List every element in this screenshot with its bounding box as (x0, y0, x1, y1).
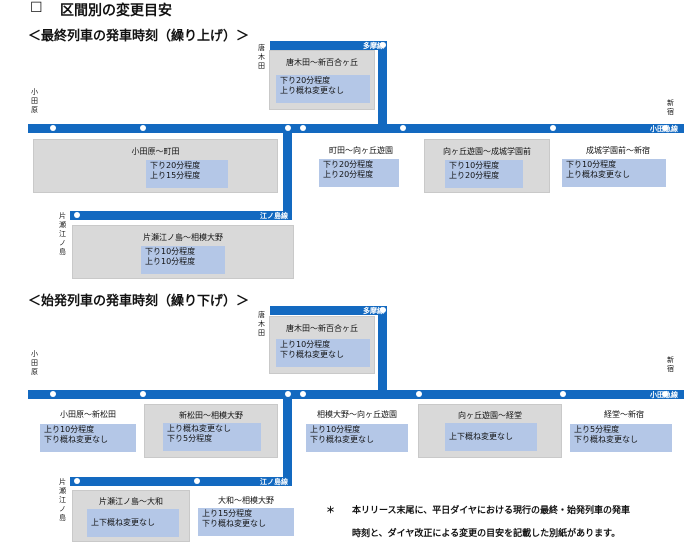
segment-karakida-shinyurigaoka: 唐木田～新百合ヶ丘 下り20分程度 上り概ね変更なし (269, 50, 375, 110)
segment-karakida-shinyurigaoka: 唐木田～新百合ヶ丘 上り10分程度 下り概ね変更なし (269, 316, 375, 374)
section-title-first-train: ＜始発列車の発車時刻（繰り下げ）＞ (28, 294, 250, 309)
segment-machida-mukogaoka: 町田～向ヶ丘遊園 下り20分程度 上り20分程度 (302, 139, 420, 193)
segment-yamato-sagamiono: 大和～相模大野 上り15分程度 下り概ね変更なし (194, 490, 298, 542)
tama-line-label: 多摩線 (363, 307, 384, 315)
station-dot (74, 212, 80, 218)
station-dot (300, 391, 306, 397)
segment-sagamiono-mukogaoka: 相模大野～向ヶ丘遊園 上り10分程度 下り概ね変更なし (302, 404, 412, 458)
station-shinjuku: 新宿 (667, 356, 674, 373)
station-dot (140, 391, 146, 397)
station-dot (662, 391, 668, 397)
segment-mukogaoka-kyodo: 向ヶ丘遊園～経堂 上下概ね変更なし (418, 404, 562, 458)
station-dot (380, 307, 386, 313)
station-dot (285, 391, 291, 397)
note-mark: ＊ (326, 506, 336, 516)
segment-odawara-shinmatsuda: 小田原～新松田 上り10分程度 下り概ね変更なし (36, 404, 140, 458)
segment-mukogaoka-seijo: 向ヶ丘遊園～成城学園前 下り10分程度 上り20分程度 (424, 139, 550, 193)
odakyu-line (28, 124, 684, 133)
enoshima-line-horizontal (70, 477, 292, 486)
tama-line-horizontal (270, 306, 387, 315)
station-dot (550, 125, 556, 131)
note-line-1: 本リリース末尾に、平日ダイヤにおける現行の最終・始発列車の発車 (352, 506, 631, 516)
station-karakida: 唐木田 (258, 311, 265, 337)
enoshima-line-label: 江ノ島線 (260, 212, 288, 220)
segment-seijo-shinjuku: 成城学園前～新宿 下り10分程度 上り概ね変更なし (554, 139, 682, 193)
tama-line-vertical (378, 306, 387, 399)
station-dot (380, 42, 386, 48)
station-dot (416, 391, 422, 397)
tama-line-horizontal (270, 41, 387, 50)
page-title: 区間別の変更目安 (60, 3, 172, 19)
station-shinjuku: 新宿 (667, 99, 674, 116)
segment-shinmatsuda-sagamiono: 新松田～相模大野 上り概ね変更なし 下り5分程度 (144, 404, 278, 458)
header-checkbox-icon: ☐ (30, 0, 43, 16)
tama-line-label: 多摩線 (363, 42, 384, 50)
enoshima-line-vertical (283, 124, 292, 220)
tama-line-vertical (378, 41, 387, 133)
station-dot (662, 125, 668, 131)
enoshima-line-horizontal (70, 211, 292, 220)
station-odawara: 小田原 (31, 88, 38, 114)
segment-kyodo-shinjuku: 経堂～新宿 上り5分程度 下り概ね変更なし (566, 404, 682, 458)
station-dot (50, 125, 56, 131)
station-dot (560, 391, 566, 397)
station-dot (194, 478, 200, 484)
station-dot (300, 125, 306, 131)
segment-katase-yamato: 片瀬江ノ島～大和 上下概ね変更なし (72, 490, 190, 542)
enoshima-line-vertical (283, 390, 292, 486)
station-dot (140, 125, 146, 131)
station-dot (74, 478, 80, 484)
station-katase: 片瀬江ノ島 (59, 478, 66, 522)
section-title-last-train: ＜最終列車の発車時刻（繰り上げ）＞ (28, 29, 250, 44)
station-dot (50, 391, 56, 397)
station-karakida: 唐木田 (258, 44, 265, 70)
station-dot (285, 125, 291, 131)
station-dot (400, 125, 406, 131)
note-line-2: 時刻と、ダイヤ改正による変更の目安を記載した別紙があります。 (352, 529, 621, 539)
odakyu-line (28, 390, 684, 399)
segment-katase-sagamiono: 片瀬江ノ島～相模大野 下り10分程度 上り10分程度 (72, 225, 294, 279)
segment-odawara-machida: 小田原～町田 下り20分程度 上り15分程度 (33, 139, 278, 193)
enoshima-line-label: 江ノ島線 (260, 478, 288, 486)
station-katase: 片瀬江ノ島 (59, 212, 66, 256)
station-odawara: 小田原 (31, 350, 38, 376)
